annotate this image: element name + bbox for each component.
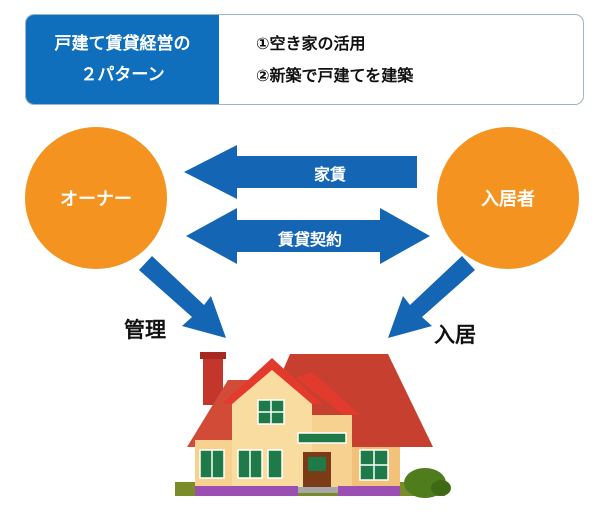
bush-icon [431,480,451,496]
contract-label: 賃貸契約 [277,230,342,249]
foundation-left [195,486,298,496]
move-in-label: 入居 [434,323,476,347]
door-step [298,487,338,493]
pattern-1: ①空き家の活用 [256,33,366,53]
header-title-line1: 戸建て賃貸経営の [54,33,191,54]
move-in-arrow [388,256,475,338]
owner-label: オーナー [60,189,132,210]
header-title-panel: 戸建て賃貸経営の ２パターン [26,15,219,104]
tenant-node: 入居者 [437,127,579,269]
owner-node: オーナー [25,127,167,269]
rent-label: 家賃 [313,165,346,184]
front-gable-roof [222,358,322,404]
rent-arrow [184,145,417,199]
transom-window [297,432,347,444]
front-window-small [267,449,283,479]
house-illustration [175,352,451,498]
management-arrow [139,256,226,338]
chimney [203,357,223,405]
header-title-line2: ２パターン [80,64,165,85]
management-label: 管理 [124,318,166,342]
foundation-right [338,486,400,496]
contract-arrow [186,208,430,264]
pattern-2: ②新築で戸建てを建築 [256,65,414,85]
wing-roof [296,372,360,415]
header-patterns: ①空き家の活用 ②新築で戸建てを建築 [256,15,413,104]
tenant-label: 入居者 [481,189,535,210]
chimney-cap [200,352,226,359]
door-window [308,457,326,471]
header-box: 戸建て賃貸経営の ２パターン ①空き家の活用 ②新築で戸建てを建築 [25,14,584,105]
